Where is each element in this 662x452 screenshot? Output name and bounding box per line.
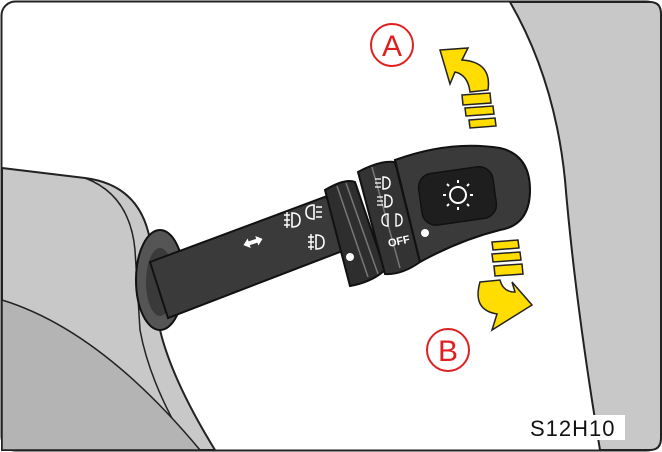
label-a: A: [382, 30, 402, 63]
light-ring-indicator-dot: [421, 229, 429, 237]
label-b-circle: [426, 328, 470, 372]
label-b: B: [438, 335, 458, 368]
headlamp-button[interactable]: [417, 165, 499, 227]
label-a-circle: [370, 23, 414, 67]
headlamp-sun-icon: [443, 180, 473, 210]
column-edge: [84, 177, 191, 451]
parking-lamp-icon: [381, 213, 403, 227]
light-off-label: OFF: [387, 234, 411, 250]
column-shade: [1, 298, 202, 451]
dashboard-panel: [508, 0, 662, 451]
figure-code-box: [525, 415, 625, 440]
front-fog-lamp-icon: [305, 204, 322, 220]
rear-fog-lamp-icon-2: [308, 234, 325, 250]
arrow-down-b: [477, 239, 534, 332]
fog-ring-indicator-dot: [346, 253, 354, 261]
arrow-up-a: [439, 47, 497, 129]
fog-off-label: OFF: [309, 262, 333, 278]
turn-signal-arrows-icon: [243, 236, 263, 248]
figure-code: S12H10: [530, 416, 616, 441]
low-beam-icon: [377, 194, 393, 208]
high-beam-icon: [375, 176, 391, 190]
rear-fog-lamp-icon: [284, 212, 301, 228]
